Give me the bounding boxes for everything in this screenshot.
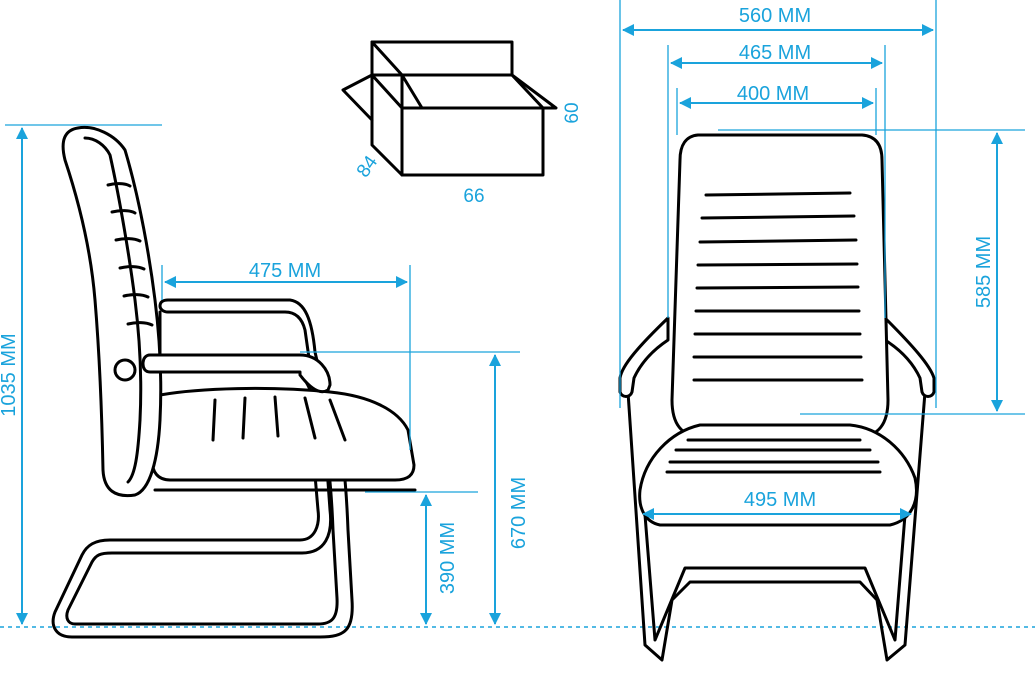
side-back-pleat-5 [122, 293, 150, 299]
side-seat-pleat-4 [303, 396, 317, 440]
side-back-pleat-4 [118, 265, 146, 271]
shipping-box: 84 66 60 [341, 40, 583, 207]
box-left-flap [341, 73, 374, 122]
side-backrest-inner [83, 136, 143, 484]
box-back-flap [370, 40, 404, 110]
side-armrest-support [141, 353, 332, 394]
front-frame-inner [643, 513, 907, 642]
box-back-flap-top [370, 40, 514, 77]
label-seat-width: 495 MM [744, 489, 816, 511]
front-back-pleat-1 [704, 191, 852, 197]
front-back-pleat-5 [695, 285, 860, 290]
front-right-armrest [883, 316, 936, 398]
label-seat-depth: 475 MM [249, 260, 321, 282]
side-armrest-pivot [113, 358, 137, 382]
front-view-dimensions: 560 MM 465 MM 400 MM 585 MM 495 MM [619, 0, 1025, 520]
box-height-label: 60 [562, 102, 583, 123]
front-back-pleat-3 [698, 238, 858, 244]
side-seat-pleat-3 [273, 395, 280, 438]
front-back-pleat-2 [700, 214, 856, 220]
label-overall-width: 560 MM [739, 5, 811, 27]
side-seat-cushion [150, 386, 416, 482]
label-armrest-width: 465 MM [739, 42, 811, 64]
front-back-pleat-4 [696, 262, 859, 267]
side-back-pleat-1 [106, 182, 132, 188]
front-left-armrest [618, 316, 670, 398]
front-frame-outer [626, 390, 927, 662]
label-armrest-height: 670 MM [508, 477, 530, 549]
label-back-height: 585 MM [973, 236, 995, 308]
side-back-pleat-2 [110, 209, 137, 215]
box-right-flap [510, 73, 558, 110]
label-seat-height: 390 MM [437, 522, 459, 594]
box-front-face [400, 106, 545, 177]
box-left-side [370, 73, 404, 177]
box-inner-fold [400, 73, 424, 110]
box-width-label: 66 [463, 186, 484, 207]
box-depth-label: 84 [353, 152, 383, 182]
side-back-pleat-6 [126, 321, 154, 327]
side-view-chair [51, 125, 417, 639]
side-seat-pleat-2 [241, 396, 247, 440]
side-armrest-top [158, 298, 320, 367]
label-total-height: 1035 MM [0, 333, 20, 416]
side-back-pleat-3 [114, 237, 142, 243]
side-backrest [61, 125, 163, 498]
side-seat-pleat-5 [328, 398, 347, 442]
front-view-chair [618, 133, 936, 662]
side-seat-pleat-1 [211, 398, 217, 442]
side-view-dimensions: 1035 MM 475 MM 670 MM 390 MM [0, 124, 530, 625]
label-back-width: 400 MM [737, 83, 809, 105]
